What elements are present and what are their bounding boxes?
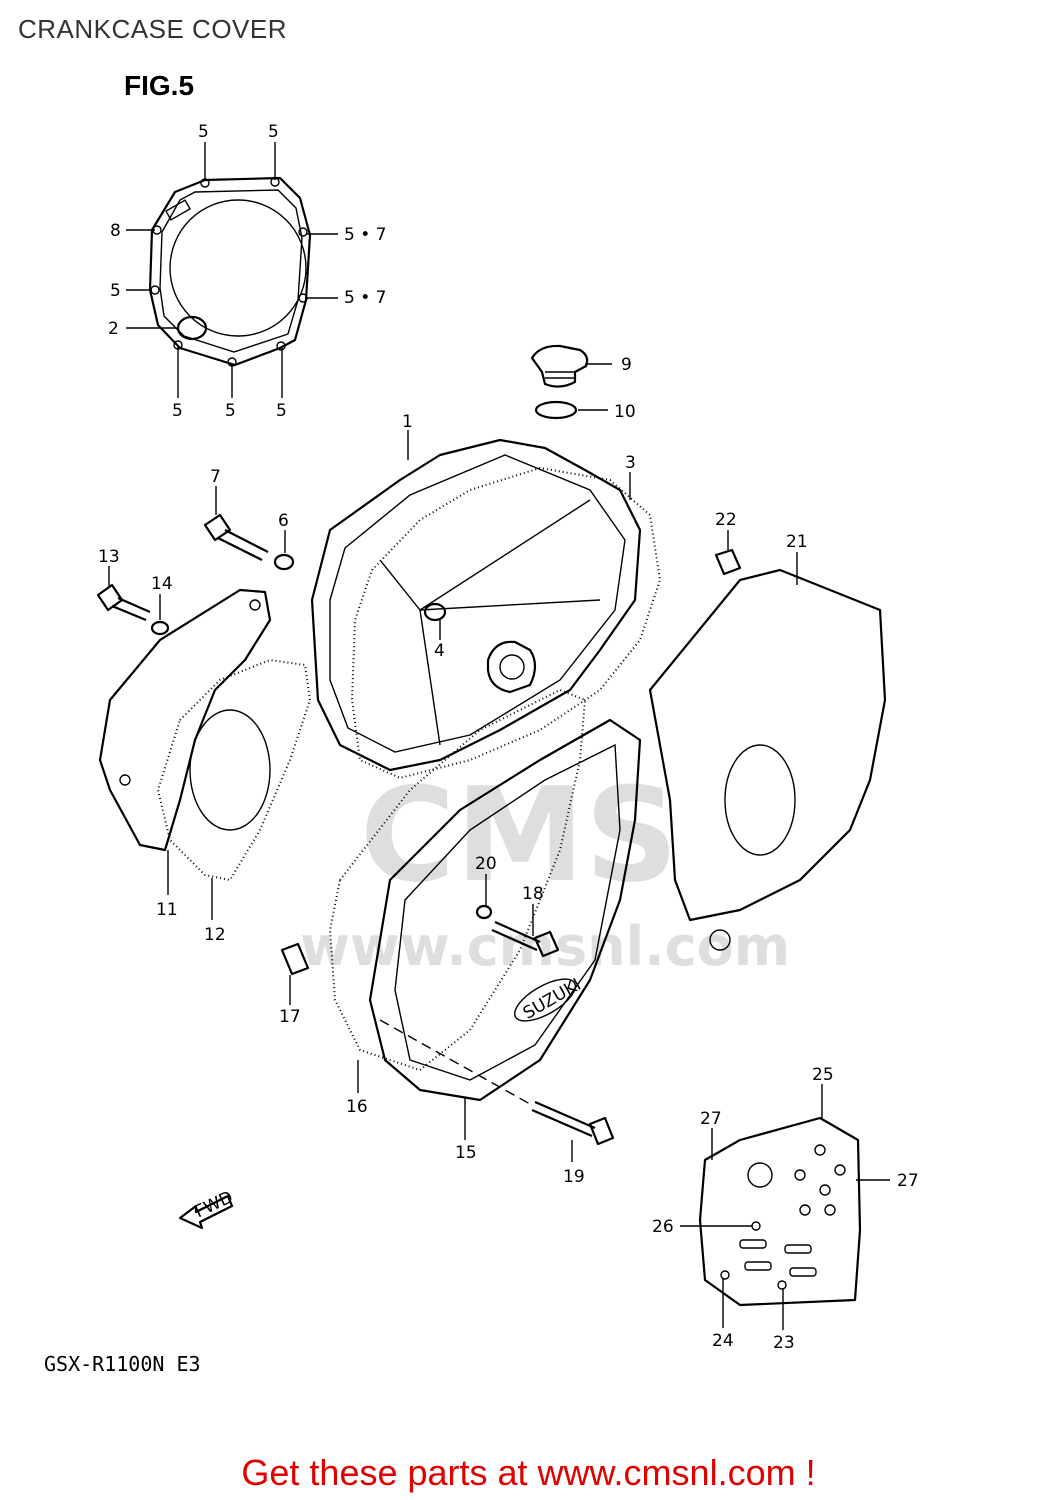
leader-lines	[108, 142, 890, 1330]
callout-6: 5	[172, 401, 183, 421]
callout-25: 25	[812, 1065, 834, 1085]
callout-18: 18	[522, 884, 544, 904]
callout-6: 5	[225, 401, 236, 421]
callout-8: 8	[110, 221, 121, 241]
part-13-bolt	[96, 583, 151, 622]
fwd-arrow-icon: FWD	[178, 1187, 236, 1230]
callout-3: 3	[625, 453, 636, 473]
callout-1: 1	[402, 412, 413, 432]
callout-17: 17	[279, 1007, 301, 1027]
part-21-crankcase	[648, 568, 887, 951]
callout-7: 7	[210, 467, 221, 487]
callout-27: 27	[897, 1171, 919, 1191]
callout-15: 15	[455, 1143, 477, 1163]
part-3-gasket	[350, 466, 662, 780]
callout-24: 24	[712, 1331, 734, 1351]
part-5-washer	[273, 553, 295, 571]
part-7-bolt	[203, 513, 269, 561]
part-1-clutch-cover	[310, 438, 642, 772]
callout-5-7: 5 • 7	[344, 225, 386, 245]
watermark-brand: CMS	[360, 759, 678, 911]
callout-21: 21	[786, 532, 808, 552]
callout-6: 5	[110, 281, 121, 301]
part-25-cover-plate	[698, 1116, 862, 1307]
part-4-bearing	[423, 602, 537, 694]
callout-6: 5	[268, 122, 279, 142]
watermark: CMS www.cmsnl.com	[300, 759, 790, 978]
callout-10: 10	[614, 402, 636, 422]
callout-4: 4	[434, 641, 445, 661]
callout-12: 12	[204, 925, 226, 945]
callout-13: 13	[98, 547, 120, 567]
callout-20: 20	[475, 854, 497, 874]
callout-26: 26	[652, 1217, 674, 1237]
part-10-o-ring	[534, 400, 578, 420]
figure-label: FIG.5	[124, 70, 195, 101]
part-18-bolt	[491, 920, 560, 958]
callout-16: 16	[346, 1097, 368, 1117]
callout-19: 19	[563, 1167, 585, 1187]
fwd-label: FWD	[192, 1187, 236, 1222]
part-22-dowel	[714, 548, 742, 576]
part-19-bolt	[379, 1019, 615, 1146]
callout-9: 9	[621, 355, 632, 375]
part-16-gasket	[328, 688, 587, 1072]
callout-22: 22	[715, 510, 737, 530]
callout-14: 14	[151, 574, 173, 594]
watermark-url: www.cmsnl.com	[300, 915, 790, 978]
get-parts-link[interactable]: Get these parts at www.cmsnl.com !	[241, 1452, 816, 1493]
callout-6: 5	[198, 122, 209, 142]
page-title: CRANKCASE COVER	[18, 14, 287, 44]
model-code: GSX-R1100N E3	[44, 1352, 201, 1376]
part-14-washer	[150, 620, 170, 636]
callout-5-7: 5 • 7	[344, 288, 386, 308]
part-8-gasket	[148, 176, 312, 367]
generator-stator-recess	[189, 709, 271, 831]
callout-23: 23	[773, 1333, 795, 1353]
callout-2: 2	[108, 319, 119, 339]
suzuki-logo: SUZUKI	[520, 975, 585, 1024]
part-11-generator-cover	[98, 588, 272, 852]
part-9-oil-cap	[530, 344, 589, 388]
callout-6: 5	[276, 401, 287, 421]
part-17-dowel	[280, 942, 310, 976]
callout-labels: 5 5 5 • 7 5 • 7 8 5 2 5 5 5 9 10 1 3 7 6…	[98, 122, 919, 1353]
callout-11: 11	[156, 900, 178, 920]
part-12-gasket	[156, 658, 312, 882]
callout-27: 27	[700, 1109, 722, 1129]
part-20-washer	[475, 904, 493, 920]
callout-5: 6	[278, 511, 289, 531]
